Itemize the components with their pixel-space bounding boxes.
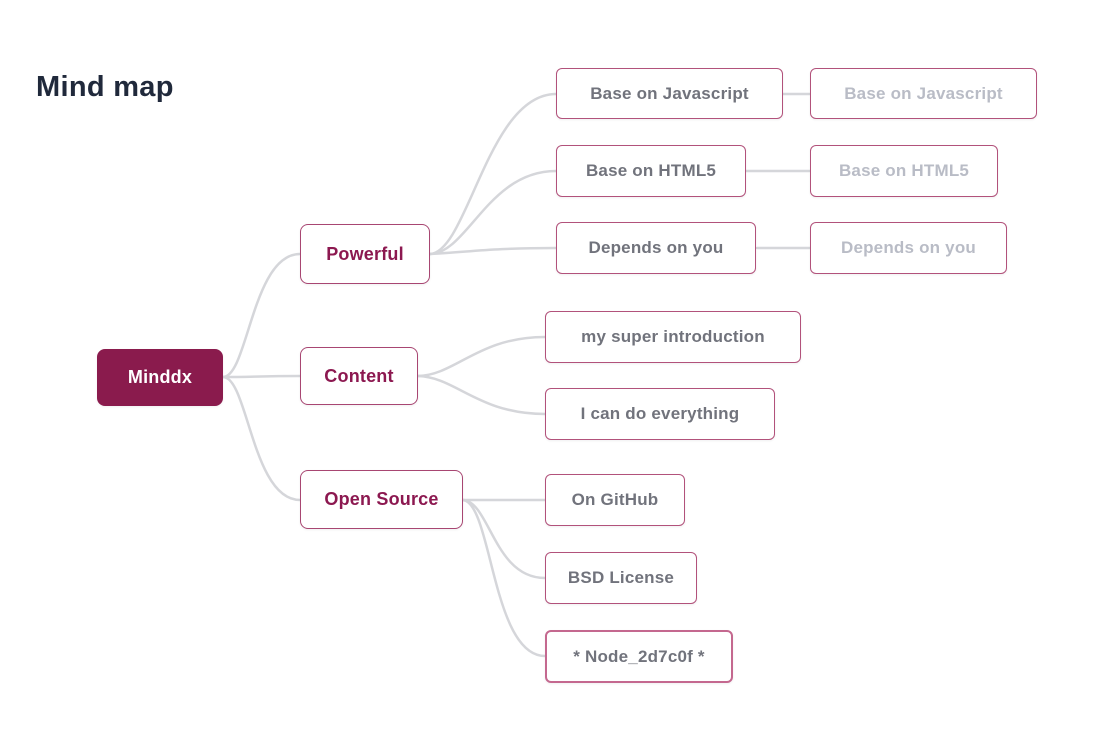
node-ghost-base-on-javascript[interactable]: Base on Javascript — [810, 68, 1037, 119]
node-leaf-my-super-introduction[interactable]: my super introduction — [545, 311, 801, 363]
connector-content-everything — [416, 374, 547, 416]
node-root[interactable]: Minddx — [97, 349, 223, 406]
connector-content-introduction — [416, 335, 547, 378]
page-title: Mind map — [36, 71, 174, 104]
connector-powerful-html5 — [428, 169, 558, 256]
connector-opensource-node — [461, 498, 547, 658]
node-leaf-base-on-html5[interactable]: Base on HTML5 — [556, 145, 746, 197]
node-branch-powerful[interactable]: Powerful — [300, 224, 430, 284]
connector-root-opensource — [221, 375, 302, 502]
node-branch-opensource[interactable]: Open Source — [300, 470, 463, 529]
node-leaf-node-2d7c0f[interactable]: * Node_2d7c0f * — [545, 630, 733, 683]
node-leaf-i-can-do-everything[interactable]: I can do everything — [545, 388, 775, 440]
node-leaf-depends-on-you[interactable]: Depends on you — [556, 222, 756, 274]
node-branch-content[interactable]: Content — [300, 347, 418, 405]
connector-powerful-depends — [428, 246, 558, 256]
node-leaf-on-github[interactable]: On GitHub — [545, 474, 685, 526]
node-ghost-base-on-html5[interactable]: Base on HTML5 — [810, 145, 998, 197]
connector-root-content — [221, 374, 302, 379]
connector-root-powerful — [221, 252, 302, 379]
node-leaf-bsd-license[interactable]: BSD License — [545, 552, 697, 604]
node-ghost-depends-on-you[interactable]: Depends on you — [810, 222, 1007, 274]
node-leaf-base-on-javascript[interactable]: Base on Javascript — [556, 68, 783, 119]
connector-powerful-javascript — [428, 92, 558, 256]
connector-opensource-bsd — [461, 498, 547, 580]
